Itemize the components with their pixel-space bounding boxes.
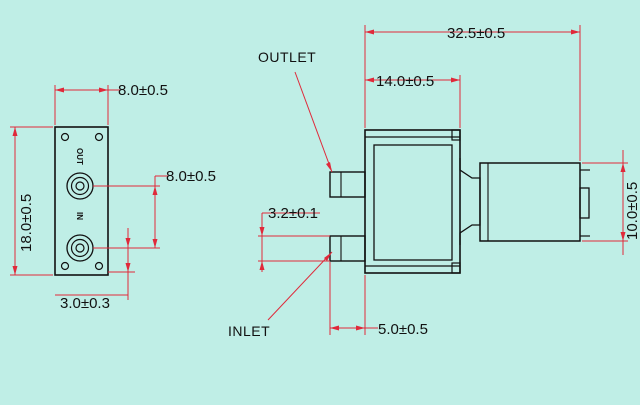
width-dimension: 8.0±0.5 [118, 82, 168, 99]
outlet-nozzle [329, 171, 366, 198]
pump-body [364, 129, 461, 274]
outlet-port [66, 172, 94, 200]
outlet-label: OUTLET [258, 49, 316, 65]
pump-body-inner [373, 144, 453, 261]
motor-dimension: 10.0±0.5 [624, 182, 640, 240]
edge-offset-dimension: 3.0±0.3 [60, 295, 110, 312]
side-view: 32.5±0.5 14.0±0.5 10.0±0.5 3.2±0.1 5.0±0… [228, 25, 640, 339]
motor-end-cap [579, 187, 590, 219]
motor-housing [479, 162, 581, 242]
port-label-out: OUT [75, 148, 84, 165]
motor-collar [459, 158, 481, 245]
overall-length-dimension: 32.5±0.5 [447, 25, 505, 42]
port-label-in: IN [75, 212, 84, 220]
side-arrowheads [259, 29, 626, 331]
height-dimension: 18.0±0.5 [18, 194, 35, 252]
mount-hole-tl [60, 132, 70, 142]
front-arrowheads [12, 87, 158, 275]
nozzle-length-dimension: 5.0±0.5 [378, 321, 428, 338]
front-view: OUT IN [10, 82, 216, 312]
front-body [54, 126, 109, 276]
nozzle-dimension: 3.2±0.1 [268, 205, 318, 222]
mount-hole-br [94, 261, 104, 271]
inlet-nozzle [329, 235, 366, 262]
inlet-label: INLET [228, 323, 270, 339]
front-dimension-lines [10, 85, 168, 300]
port-spacing-dimension: 8.0±0.5 [166, 168, 216, 185]
mount-hole-bl [60, 261, 70, 271]
inlet-port [66, 234, 94, 262]
body-length-dimension: 14.0±0.5 [376, 73, 434, 90]
mount-hole-tr [94, 132, 104, 142]
side-dimension-lines [258, 25, 628, 335]
